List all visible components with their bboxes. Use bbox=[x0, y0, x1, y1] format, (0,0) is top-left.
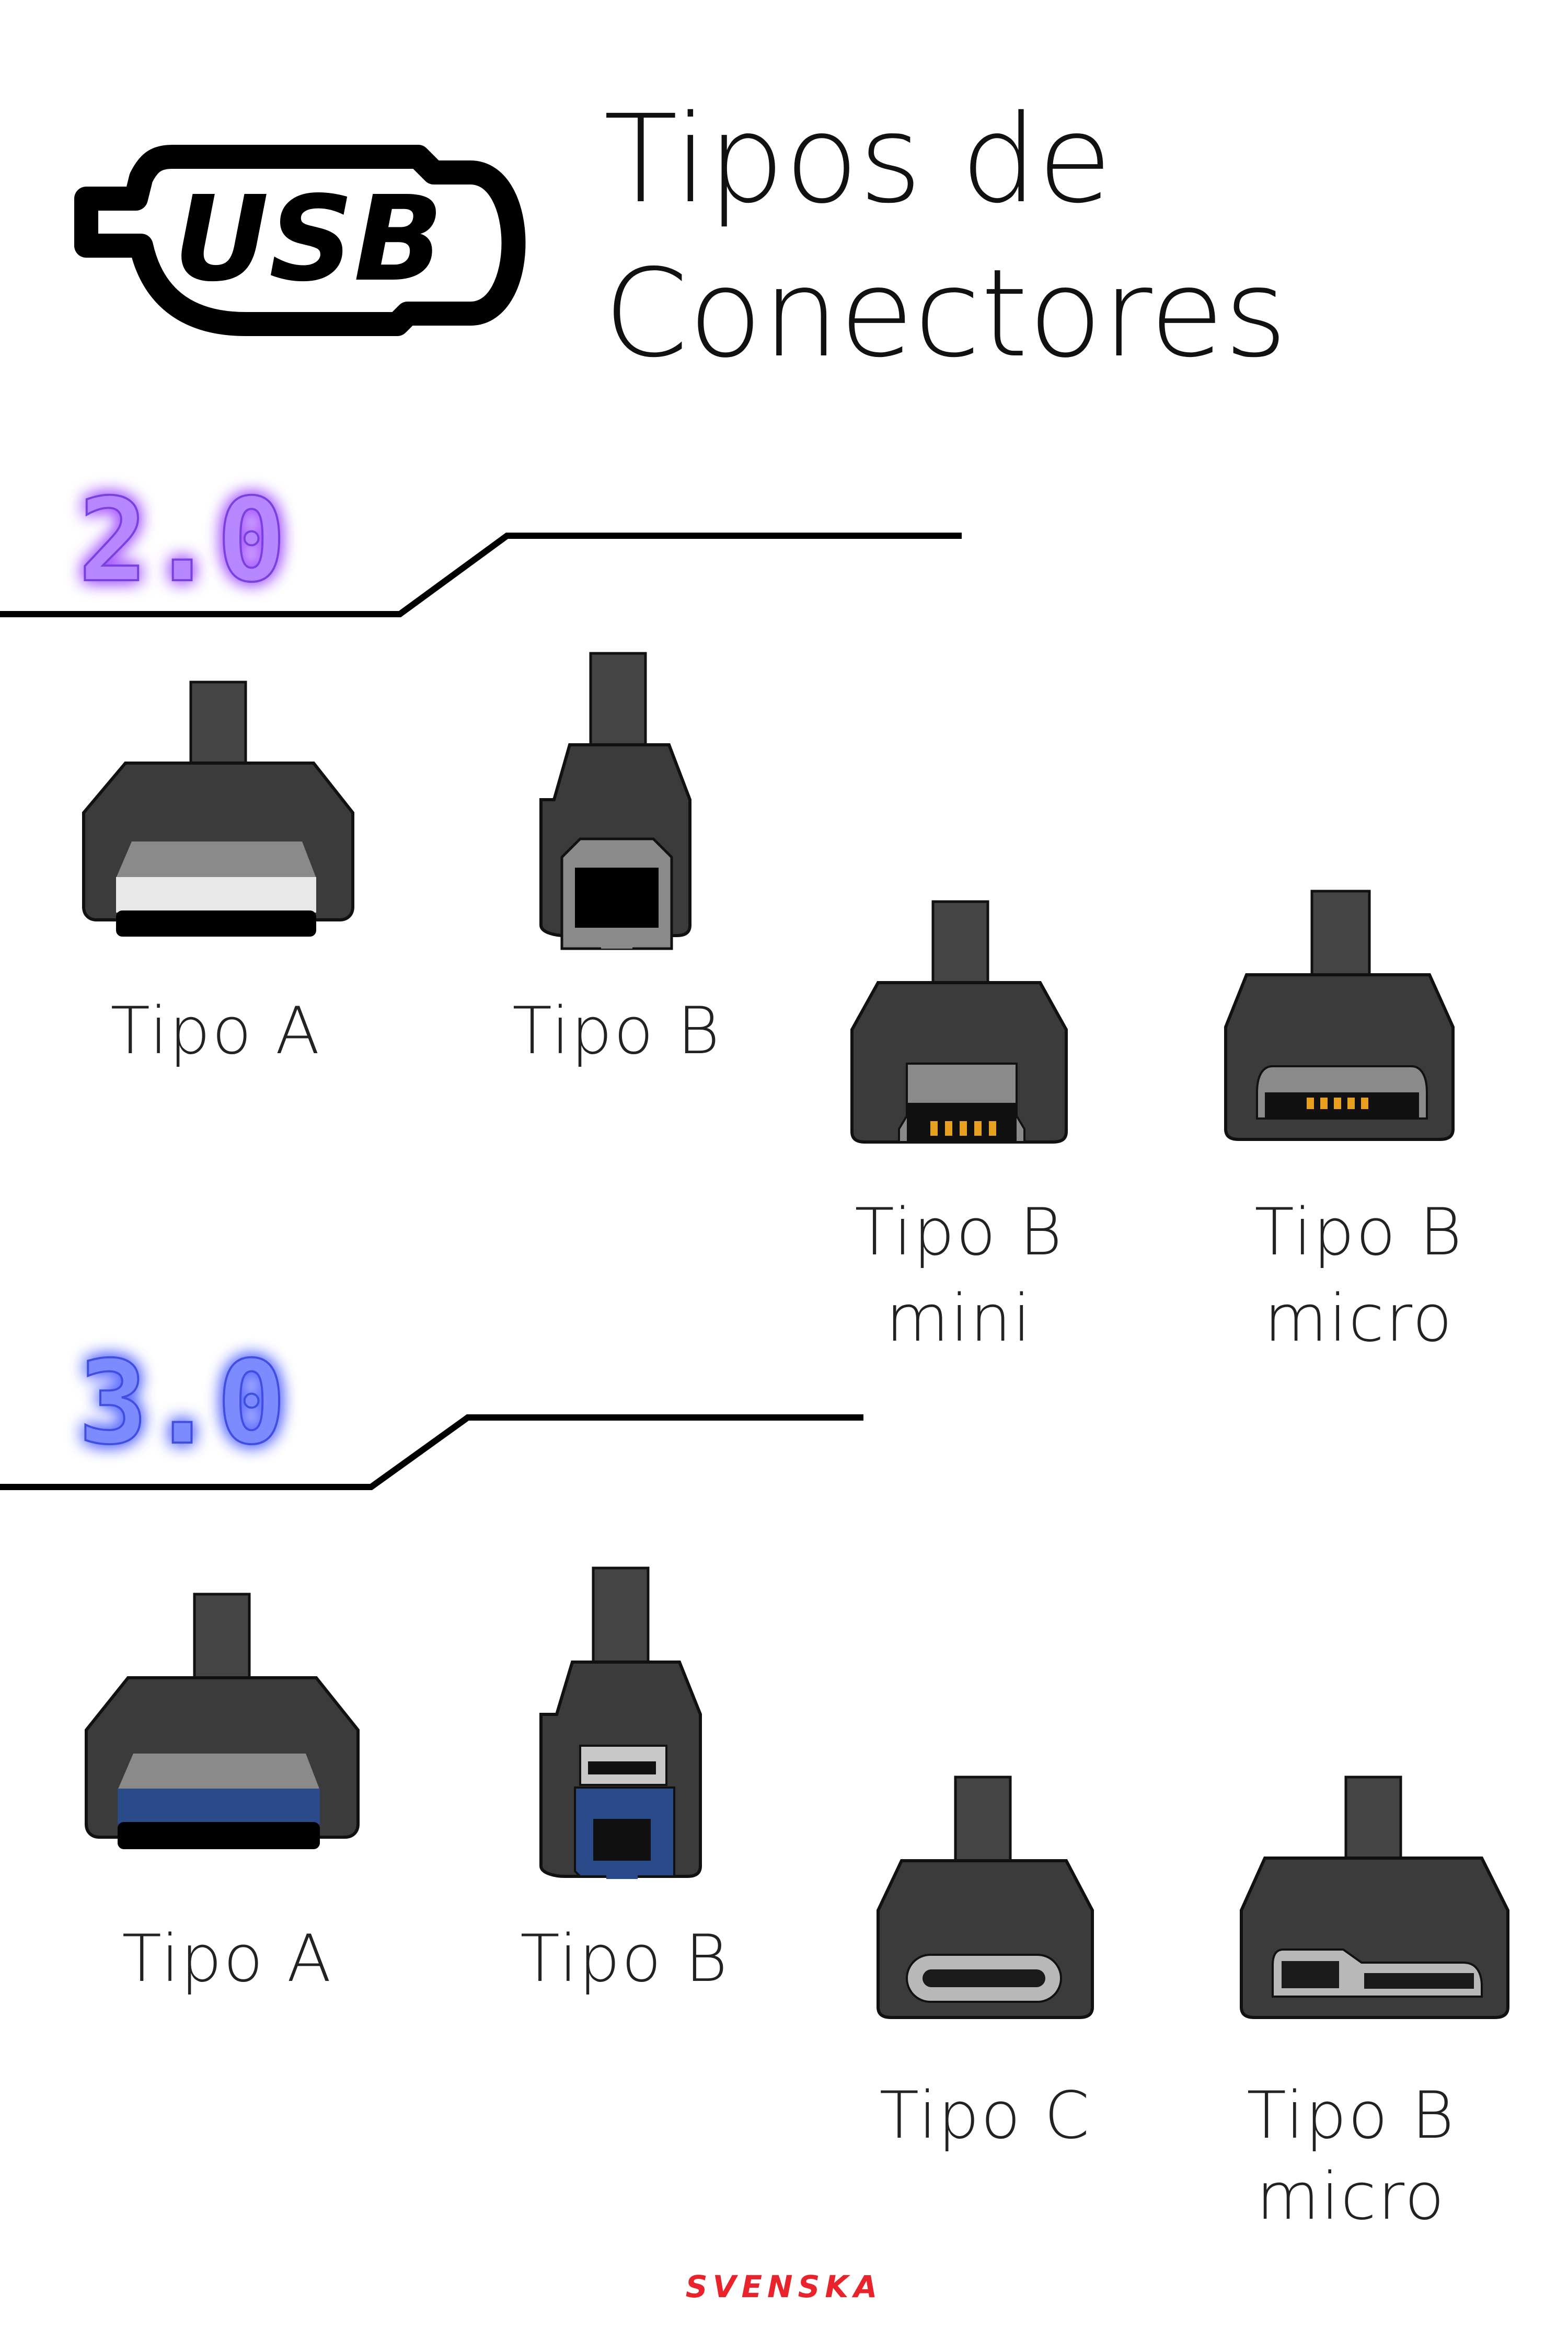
connector-label-2-0-mini-line1: Tipo B bbox=[855, 1195, 1064, 1270]
page-title-line1: Tipos de bbox=[604, 89, 1112, 230]
connector-label-3-0-a: Tipo A bbox=[122, 1921, 332, 1997]
page-title-line2: Conectores bbox=[604, 243, 1287, 384]
usb3-a-plug-icon bbox=[85, 1593, 360, 1849]
section-header-2-0: 2.0 bbox=[0, 472, 962, 617]
connector-label-3-0-c: Tipo C bbox=[880, 2078, 1091, 2153]
version-badge-3-0: 3.0 bbox=[78, 1336, 286, 1470]
usb-logo: USB bbox=[74, 145, 526, 336]
usb-logo-text: USB bbox=[174, 171, 443, 308]
usb-a-plug-icon bbox=[82, 681, 354, 937]
usb-micro-b-plug-icon bbox=[1224, 890, 1455, 1141]
connector-label-2-0-a: Tipo A bbox=[110, 994, 321, 1069]
usb-b-plug-icon bbox=[539, 652, 691, 950]
brand-logo: SVENSKA bbox=[686, 2269, 882, 2304]
section-header-3-0: 3.0 bbox=[0, 1335, 863, 1490]
connector-label-3-0-micro-line2: micro bbox=[1256, 2159, 1446, 2234]
section-divider-3-0 bbox=[0, 1414, 863, 1490]
usb3-b-plug-icon bbox=[539, 1566, 702, 1879]
version-badge-2-0: 2.0 bbox=[78, 474, 286, 607]
section-divider-2-0 bbox=[0, 533, 962, 617]
connector-label-3-0-micro-line1: Tipo B bbox=[1247, 2078, 1456, 2153]
connector-label-3-0-b: Tipo B bbox=[520, 1921, 729, 1997]
connector-label-2-0-micro-line1: Tipo B bbox=[1254, 1195, 1463, 1270]
usb-c-plug-icon bbox=[877, 1775, 1094, 2019]
connector-label-2-0-mini-line2: mini bbox=[886, 1281, 1032, 1356]
connector-label-2-0-b: Tipo B bbox=[512, 994, 721, 1069]
usb3-micro-b-plug-icon bbox=[1240, 1775, 1509, 2019]
connector-label-2-0-micro-line2: micro bbox=[1264, 1281, 1454, 1356]
usb-logo-frame bbox=[74, 145, 526, 336]
usb-mini-b-plug-icon bbox=[850, 900, 1068, 1144]
